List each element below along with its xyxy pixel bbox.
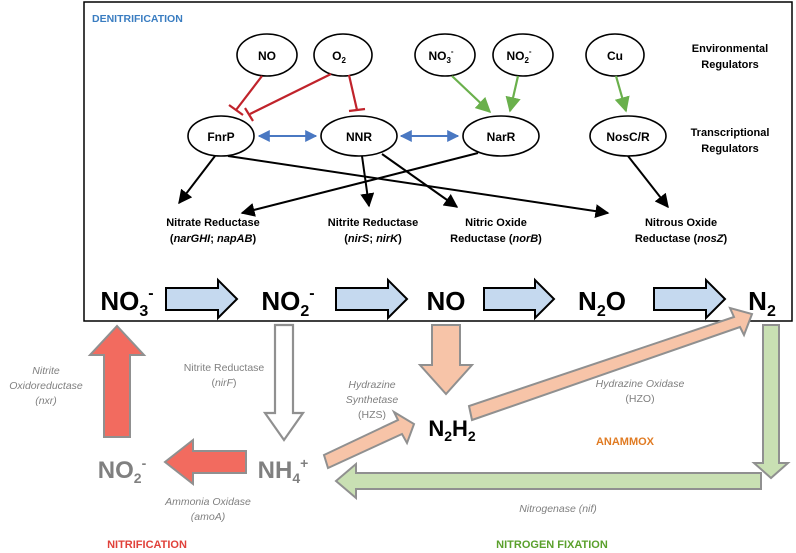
- no-to-n2h2-arrow: [417, 324, 475, 396]
- svg-text:Nitrate Reductase: Nitrate Reductase: [166, 217, 260, 229]
- svg-text:NNR: NNR: [346, 130, 372, 144]
- inhibition-lines: [228, 73, 366, 122]
- label-nitrite-oxidoreductase: Nitrite Oxidoreductase (nxr): [9, 365, 83, 407]
- nirf-hollow-arrow: [262, 323, 306, 442]
- section-label-nitrification: NITRIFICATION: [107, 539, 187, 551]
- activation-arrows: [451, 75, 630, 114]
- enzyme-nitrate-reductase: Nitrate Reductase (narGHI; napAB): [166, 217, 260, 245]
- svg-text:Hydrazine: Hydrazine: [348, 379, 395, 391]
- svg-text:Nitrite: Nitrite: [32, 365, 60, 377]
- svg-text:(amoA): (amoA): [191, 511, 225, 523]
- env-regulator-o2: O2: [313, 33, 373, 77]
- section-label-nitrogen-fixation: NITROGEN FIXATION: [496, 539, 608, 551]
- tx-regulators-label-1: Transcriptional: [691, 127, 770, 139]
- section-label-anammox: ANAMMOX: [596, 436, 655, 448]
- svg-text:Nitrite Reductase: Nitrite Reductase: [328, 217, 418, 229]
- tx-regulators-label-2: Regulators: [701, 143, 758, 155]
- species-no2: NO2-: [261, 285, 314, 320]
- species-no3: NO3-: [100, 285, 153, 320]
- svg-text:(nirS; nirK): (nirS; nirK): [344, 233, 402, 245]
- species-nh4: NH4+: [258, 455, 309, 486]
- label-nitrite-reductase-nirf: Nitrite Reductase (nirF): [184, 362, 265, 389]
- n2-down-arrow: [751, 324, 791, 480]
- enzyme-nitrous-oxide-reductase: Nitrous Oxide Reductase (nosZ): [635, 217, 728, 245]
- svg-text:NO3-: NO3-: [428, 47, 453, 65]
- svg-text:NO: NO: [258, 49, 276, 63]
- svg-text:NarR: NarR: [487, 130, 516, 144]
- label-nitrogenase: Nitrogenase (nif): [519, 503, 597, 515]
- svg-text:Nitrous Oxide: Nitrous Oxide: [645, 217, 717, 229]
- svg-text:(HZO): (HZO): [625, 393, 654, 405]
- svg-text:(HZS): (HZS): [358, 409, 386, 421]
- svg-text:Cu: Cu: [607, 49, 623, 63]
- env-regulator-no2: NO2-: [492, 33, 554, 77]
- env-regulators-label-1: Environmental: [692, 43, 768, 55]
- label-ammonia-oxidase: Ammonia Oxidase (amoA): [164, 496, 251, 523]
- svg-text:Synthetase: Synthetase: [346, 394, 399, 406]
- species-no: NO: [427, 286, 466, 316]
- denitrification-box: [83, 1, 793, 322]
- svg-text:Ammonia Oxidase: Ammonia Oxidase: [164, 496, 251, 508]
- svg-text:(nirF): (nirF): [211, 377, 236, 389]
- tx-regulator-nosc: NosC/R: [589, 115, 667, 157]
- n2h2-to-n2-arrow: [467, 306, 754, 422]
- species-n2h2: N2H2: [428, 416, 476, 444]
- env-regulator-cu: Cu: [585, 33, 645, 77]
- svg-text:Hydrazine Oxidase: Hydrazine Oxidase: [596, 378, 685, 390]
- enzyme-nitric-oxide-reductase: Nitric Oxide Reductase (norB): [450, 217, 542, 245]
- denitrification-pathway-arrows: [165, 277, 727, 321]
- svg-text:(narGHI; napAB): (narGHI; napAB): [170, 233, 257, 245]
- svg-text:NO2-: NO2-: [506, 47, 531, 65]
- regulation-arrows: [178, 152, 669, 219]
- svg-text:(nxr): (nxr): [35, 395, 57, 407]
- svg-text:Oxidoreductase: Oxidoreductase: [9, 380, 83, 392]
- svg-text:Nitrite Reductase: Nitrite Reductase: [184, 362, 265, 374]
- species-n2: N2: [748, 286, 776, 320]
- nitrogenase-arrow: [334, 461, 762, 501]
- env-regulator-no3: NO3-: [414, 33, 476, 77]
- label-hydrazine-synthetase: Hydrazine Synthetase (HZS): [346, 379, 399, 421]
- species-no2-nitrification: NO2-: [98, 455, 147, 486]
- svg-text:NosC/R: NosC/R: [606, 130, 650, 144]
- svg-text:Reductase (nosZ): Reductase (nosZ): [635, 233, 728, 245]
- svg-text:FnrP: FnrP: [207, 130, 234, 144]
- amoa-left-arrow: [163, 437, 247, 487]
- tx-regulator-nnr: NNR: [320, 115, 398, 157]
- svg-text:O2: O2: [332, 49, 346, 65]
- svg-text:Reductase (norB): Reductase (norB): [450, 233, 542, 245]
- nh4-to-n2h2-arrow: [322, 409, 416, 470]
- enzyme-nitrite-reductase: Nitrite Reductase (nirS; nirK): [328, 217, 418, 245]
- species-n2o: N2O: [578, 286, 626, 320]
- env-regulator-no: NO: [236, 33, 298, 77]
- tx-regulator-narr: NarR: [462, 115, 540, 157]
- section-label-denitrification: DENITRIFICATION: [92, 13, 183, 25]
- nxr-up-arrow: [87, 324, 147, 438]
- tx-regulator-fnrp: FnrP: [187, 115, 255, 157]
- env-regulators-label-2: Regulators: [701, 59, 758, 71]
- label-hydrazine-oxidase: Hydrazine Oxidase (HZO): [596, 378, 685, 405]
- svg-text:Nitric Oxide: Nitric Oxide: [465, 217, 527, 229]
